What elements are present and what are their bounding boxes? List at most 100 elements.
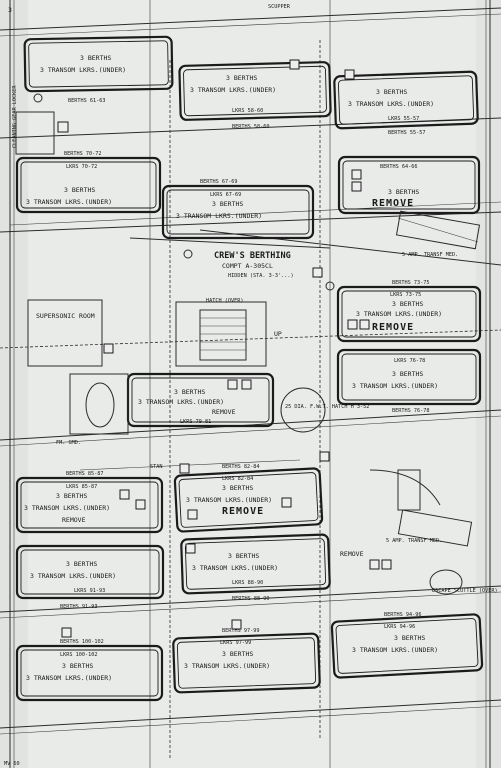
cleaning-gear-locker-label: CLEANING GEAR LOCKER [12,85,18,148]
berth-count: 3 BERTHS [80,54,111,62]
locker-count: 3 TRANSOM LKRS.(UNDER) [138,398,224,406]
swing-arc [369,469,441,506]
berth-unit-58-60: 3 BERTHS 3 TRANSOM LKRS.(UNDER) LKRS 58-… [178,61,332,130]
locker-count: 3 TRANSOM LKRS.(UNDER) [184,662,270,670]
locker-sub: LKRS 94-96 [384,624,415,630]
supersonic-room-label: SUPERSONIC ROOM [36,312,95,320]
remove-note: REMOVE [222,506,264,517]
locker-count: 3 TRANSOM LKRS.(UNDER) [26,674,112,682]
locker-sub: LKRS 100-102 [60,652,97,658]
berth-caption: BERTHS 55-57 [388,130,425,136]
fwt-hatch-circle: 25 DIA. F.W.T. HATCH H 3-52 [280,387,369,433]
locker-count: 3 TRANSOM LKRS.(UNDER) [356,310,442,318]
locker-sub: LKRS 73-75 [390,292,421,298]
cleaning-gear-locker: CLEANING GEAR LOCKER [12,85,69,155]
berth-unit-67-69: 3 BERTHS 3 TRANSOM LKRS.(UNDER) LKRS 67-… [161,179,315,240]
stan-label: STAN [150,464,163,470]
locker-sub: LKRS 82-84 [222,476,253,482]
locker-column [397,469,421,511]
hatch-stair: HATCH (OVER) UP [175,298,282,367]
berth-count: 3 BERTHS [226,74,257,82]
berth-count: 3 BERTHS [392,300,423,308]
berth-unit-91-93: 3 BERTHS 3 TRANSOM LKRS.(UNDER) LKRS 91-… [15,544,165,610]
scupper-label: SCUPPER [268,4,291,10]
remove-note: REMOVE [212,408,236,416]
berth-caption: LKRS 79-81 [180,419,211,425]
berth-caption: BERTHS 94-96 [384,612,421,618]
berth-unit-82-84: 3 BERTHS 3 TRANSOM LKRS.(UNDER) REMOVE L… [173,464,324,533]
berth-caption: BERTHS 58-60 [232,124,269,130]
locker-sub: LKRS 67-69 [210,192,241,198]
berth-count: 3 BERTHS [222,650,253,658]
escape-scuttle-label: ESCAPE SCUTTLE (OVER) [432,588,498,594]
up-arrow-label: UP [274,330,282,338]
remove-note: REMOVE [372,198,414,209]
oval-tank [85,382,115,428]
berth-unit-100-102: 3 BERTHS 3 TRANSOM LKRS.(UNDER) LKRS 100… [15,639,164,702]
locker-count: 3 TRANSOM LKRS.(UNDER) [190,86,276,94]
berth-caption: BERTHS 70-72 [64,151,101,157]
locker-count: 3 TRANSOM LKRS.(UNDER) [192,564,278,572]
locker-sub: LKRS 55-57 [388,116,419,122]
berth-caption: BERTHS 61-63 [68,98,105,104]
locker-count: 3 TRANSOM LKRS.(UNDER) [30,572,116,580]
berth-caption: BERTHS 88-90 [232,596,269,602]
berth-count: 3 BERTHS [64,186,95,194]
transformer-label-lower: 5 AMP. TRANSF MED. [386,538,442,544]
berth-caption: BERTHS 100-102 [60,639,104,645]
locker-count: 3 TRANSOM LKRS.(UNDER) [186,496,272,504]
berth-unit-55-57: 3 BERTHS 3 TRANSOM LKRS.(UNDER) LKRS 55-… [333,70,479,136]
tank-frame [69,373,129,435]
compartment-ref: COMPT A-305CL [222,262,273,270]
berth-count: 3 BERTHS [62,662,93,670]
hatch-label: HATCH (OVER) [206,298,243,304]
berth-unit-88-90: 3 BERTHS 3 TRANSOM LKRS.(UNDER) LKRS 88-… [180,533,331,602]
transformer-note-lower: 5 AMP. TRANSF MED. REMOVE ESCAPE SCUTTLE… [340,509,498,595]
locker-count: 3 TRANSOM LKRS.(UNDER) [352,646,438,654]
locker-count: 3 TRANSOM LKRS.(UNDER) [26,198,112,206]
compartment-note: HIDDEN (STA. 3-3'...) [228,273,294,279]
locker-sub: LKRS 91-93 [74,588,105,594]
berth-unit-61-63: 3 BERTHS 3 TRANSOM LKRS.(UNDER) BERTHS 6… [23,35,174,104]
locker-count: 3 TRANSOM LKRS.(UNDER) [24,504,110,512]
berth-caption: BERTHS 64-66 [380,164,417,170]
berth-count: 3 BERTHS [212,200,243,208]
remove-note: REMOVE [62,516,86,524]
berth-count: 3 BERTHS [388,188,419,196]
berth-caption: BERTHS 73-75 [392,280,429,286]
berth-count: 3 BERTHS [66,560,97,568]
compartment-name: CREW'S BERTHING [214,251,291,261]
berth-count: 3 BERTHS [174,388,205,396]
berth-caption: BERTHS 82-84 [222,464,259,470]
locker-sub: LKRS 97-99 [220,640,251,646]
locker-sub: LKRS 76-78 [394,358,425,364]
locker-count: 3 TRANSOM LKRS.(UNDER) [176,212,262,220]
berth-caption: BERTHS 76-78 [392,408,429,414]
berth-caption: BERTHS 85-87 [66,471,103,477]
berth-caption: BERTHS 97-99 [222,628,259,634]
locker-count: 3 TRANSOM LKRS.(UNDER) [352,382,438,390]
remove-note: REMOVE [372,322,414,333]
frame-label: FM. GMD. [56,440,81,446]
compartment-title: CREW'S BERTHING COMPT A-305CL HIDDEN (ST… [214,251,294,279]
berth-caption: BERTHS 67-69 [200,179,237,185]
berth-count: 3 BERTHS [394,634,425,642]
locker-sub: LKRS 70-72 [66,164,97,170]
berth-unit-70-72: 3 BERTHS 3 TRANSOM LKRS.(UNDER) LKRS 70-… [15,151,162,214]
locker-sub: LKRS 88-90 [232,580,263,586]
berth-unit-76-78: 3 BERTHS 3 TRANSOM LKRS.(UNDER) LKRS 76-… [336,348,482,414]
berth-count: 3 BERTHS [56,492,87,500]
locker-sub: LKRS 85-87 [66,484,97,490]
berth-count: 3 BERTHS [222,484,253,492]
transformer-note: 5 AMP. TRANSF MED. [395,210,481,258]
supersonic-room: SUPERSONIC ROOM [27,299,103,367]
locker-count: 3 TRANSOM LKRS.(UNDER) [348,100,434,108]
berth-unit-73-75: 3 BERTHS 3 TRANSOM LKRS.(UNDER) REMOVE L… [336,280,482,343]
locker-sub: LKRS 58-60 [232,108,263,114]
marker-squares [33,59,392,638]
berth-unit-85-87: 3 BERTHS 3 TRANSOM LKRS.(UNDER) REMOVE L… [15,471,164,534]
berth-caption: BERTHS 91-93 [60,604,97,610]
fwt-hatch-label: 25 DIA. F.W.T. HATCH H 3-52 [285,404,369,410]
